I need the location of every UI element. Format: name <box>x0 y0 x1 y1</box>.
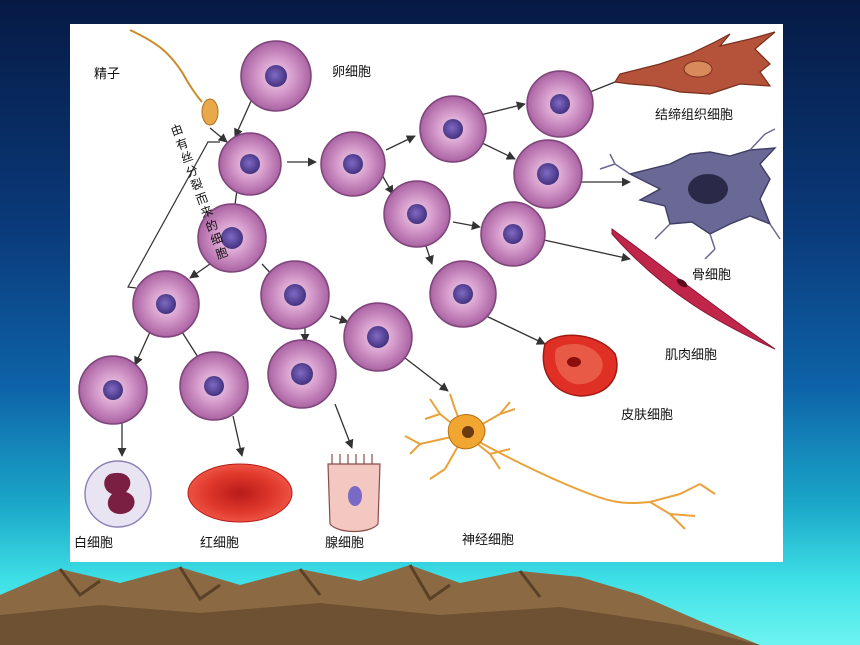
gland-cell <box>327 454 381 533</box>
label-bone-cell: 骨细胞 <box>692 268 732 283</box>
bone-cell <box>599 128 781 260</box>
label-muscle-cell: 肌肉细胞 <box>665 348 718 363</box>
label-skin-cell: 皮肤细胞 <box>621 408 674 423</box>
sperm-cell <box>129 29 219 126</box>
label-nerve-cell: 神经细胞 <box>462 533 515 548</box>
nerve-cell <box>404 393 716 530</box>
cell-differentiation-diagram <box>78 29 781 533</box>
red-blood-cell <box>187 463 293 523</box>
label-connective-cell: 结缔组织细胞 <box>655 108 734 123</box>
skin-cell <box>542 334 618 397</box>
muscle-cell <box>611 228 776 350</box>
diagram-panel: 精子 卵细胞 由有丝分裂而来的细胞 结缔组织细胞 骨细胞 肌肉细胞 皮肤细胞 白… <box>70 24 783 562</box>
bracket <box>127 141 220 289</box>
connective-tissue-cell <box>613 31 776 95</box>
label-red-blood-cell: 红细胞 <box>200 536 240 551</box>
label-sperm: 精子 <box>94 67 121 82</box>
label-white-blood-cell: 白细胞 <box>74 536 114 551</box>
mountain-decoration <box>0 564 760 645</box>
label-gland-cell: 腺细胞 <box>325 536 365 551</box>
white-blood-cell <box>84 460 152 528</box>
undifferentiated-cells <box>78 40 594 425</box>
label-egg: 卵细胞 <box>332 65 372 80</box>
